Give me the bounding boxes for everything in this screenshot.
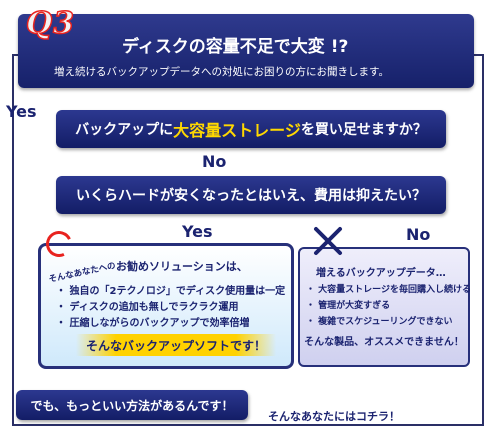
bottom-bar: でも、もっといい方法があるんです！ xyxy=(16,390,248,420)
header-banner xyxy=(18,14,474,88)
recommend-item-3: ・ 圧縮しながらのバックアップで効率倍増 xyxy=(56,318,250,329)
label-no-1: No xyxy=(202,152,227,171)
question-1-before: バックアップに xyxy=(75,122,174,138)
label-no-2: No xyxy=(406,225,431,244)
not-recommended-title: 増えるバックアップデータ… xyxy=(316,268,446,279)
recommend-item-2: ・ ディスクの追加も無しでラクラク運用 xyxy=(56,302,239,313)
not-recommended-item-3: ・ 複雑でスケジューリングできない xyxy=(306,317,453,327)
recommend-catch: そんなバックアップソフトです！ xyxy=(76,334,276,356)
question-1-bar: バックアップに大容量ストレージを買い足せますか？ xyxy=(56,110,446,148)
page-subtitle: 増え続けるバックアップデータへの対処にお困りの方にお聞きします。 xyxy=(54,66,389,78)
not-recommended-item-2: ・ 管理が大変すぎる xyxy=(306,301,391,311)
kochira-label: そんなあなたにはコチラ！ xyxy=(268,410,400,423)
not-recommended-box xyxy=(298,247,470,367)
label-yes-2: Yes xyxy=(182,222,213,241)
page-title: ディスクの容量不足で大変 !? xyxy=(122,37,349,57)
recommend-item-1: ・ 独自の「2テクノロジ」でディスク使用量は一定 xyxy=(56,286,286,297)
label-yes-top: Yes xyxy=(6,102,37,121)
not-recommended-verdict: そんな製品、オススメできません！ xyxy=(304,337,464,348)
not-recommended-item-1: ・ 大容量ストレージを毎回購入し続ける xyxy=(306,285,471,295)
recommend-title: お勧めソリューションは、 xyxy=(116,260,248,273)
question-1-after: を買い足せますか？ xyxy=(300,122,427,138)
question-1-highlight: 大容量ストレージ xyxy=(173,121,301,140)
question-2-bar: いくらハードが安くなったとはいえ、費用は抑えたい？ xyxy=(56,176,446,214)
q3-badge: Q3 xyxy=(25,5,76,42)
